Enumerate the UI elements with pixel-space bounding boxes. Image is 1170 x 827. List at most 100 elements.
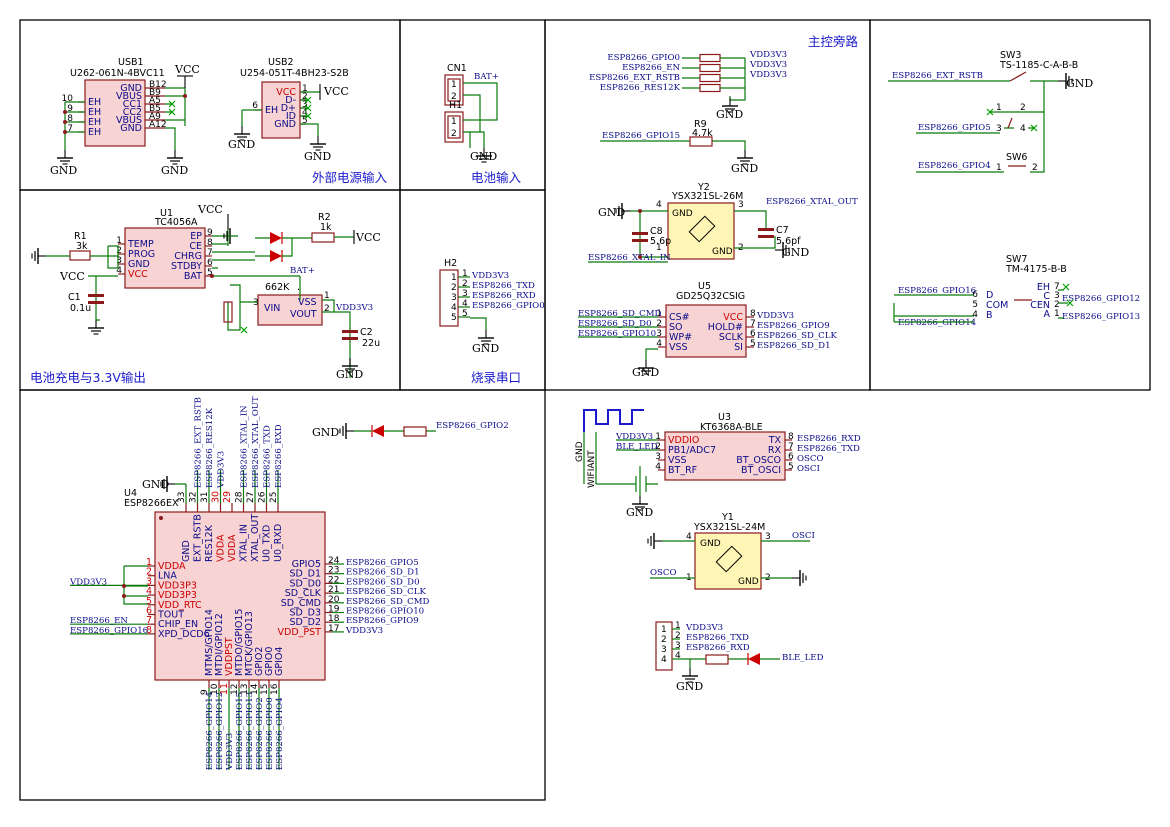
u4-bottom-net: ESP8266_GPIO0 [265,697,275,770]
u4-right-net: VDD3V3 [345,626,383,636]
u4-left-net: VDD3V3 [69,577,107,587]
sw3-net2: ESP8266_GPIO5 [918,123,991,133]
u5-pin-name: SO [669,322,683,333]
usb2-gnd2-label: GND [304,150,331,163]
u4-right-num: 23 [328,566,339,576]
svg-text:VOUT: VOUT [290,309,317,320]
u1-pin-num: 5 [207,268,213,278]
rnet-net: ESP8266_EN [622,63,680,73]
u5-pin-num: 3 [656,329,662,339]
u4-right-name: SD_D0 [290,578,321,589]
ldo-vdd-label: VDD3V3 [335,303,373,313]
u4-left-name: LNA [158,571,177,582]
u1-pin-name: CE [189,241,202,252]
h2-net: ESP8266_RXD [472,291,536,301]
h3-pin-num: 3 [661,645,667,655]
u3-pin-name: RX [768,445,782,456]
u4-top-name: VDDA [216,534,227,562]
section-frames [19,19,1151,801]
u1-pin-name: BAT [184,271,202,282]
svg-text:GND: GND [672,209,693,219]
u4-bottom-net: ESP8266_GPIO4 [275,697,285,770]
ldo-gnd-label: GND [336,368,363,381]
u3-net: OSCI [797,464,820,474]
switch-sw6: SW6 ESP8266_GPIO4 1 2 [916,125,1045,173]
u3-pin-name: BT_RF [668,465,697,476]
usb1-pin-num: 9 [67,104,73,114]
cn1-ref: CN1 [447,63,467,74]
ldo-part: 662K [265,282,290,293]
sw3-ref: SW3 [1000,50,1021,61]
u4-bottom-name: MTDI/GPIO12 [214,613,225,676]
rnet-gnd-label: GND [716,108,743,121]
h2-pin-num2: 3 [462,289,468,299]
rnet-net: ESP8266_RES12K [600,83,681,93]
u4-bottom-num: 13 [240,684,250,695]
u4-top-num: 30 [211,491,222,503]
y1-ref: Y1 [721,512,734,523]
u4-top-name: U0_RXD [273,524,284,562]
usb2-pin-name: D- [285,95,296,106]
c8-ref: C8 [650,226,663,237]
u4-right-net: ESP8266_GPIO9 [346,616,419,626]
u4-right-num: 18 [328,614,340,624]
y2-gnd-label: GND [598,206,625,219]
u4-left-name: VDDA [158,561,186,572]
u4-top-net: VDD3V3 [217,451,227,489]
u4-bottom-name: MTDO/GPIO15 [234,609,245,676]
u5-net: ESP8266_GPIO10 [578,329,656,339]
u4-right-name: SD_D1 [290,569,321,580]
sw7-pin-num: 4 [972,310,978,320]
u5-pin-num: 5 [750,339,756,349]
usb2-pin-name: VCC [276,87,296,98]
battery-gnd-label: GND [470,150,497,163]
usb2-pin-num: 5 [302,116,308,126]
rnet-vdd: VDD3V3 [749,50,787,60]
u4-bottom-name: MTCK/GPIO13 [244,611,255,676]
h2-pin-num2: 4 [462,299,468,309]
svg-text:VSS: VSS [298,297,317,308]
u4-bottom-num: 10 [210,683,220,695]
svg-text:4: 4 [686,532,692,542]
u5-net: ESP8266_GPIO9 [757,321,830,331]
usb2-pin-name: EH [265,105,278,116]
u3-net: VDD3V3 [615,432,653,442]
u4-right-num: 24 [328,556,340,566]
u1-pin-num: 3 [116,256,122,266]
svg-text:.: . [297,282,300,293]
h2-pin-num: 4 [451,303,457,313]
u4-left-num: 4 [146,586,152,597]
u4-left-num: 8 [146,625,152,636]
section-title-main-ctrl: 主控旁路 [808,34,859,49]
u4-left-name: VDD3P3 [158,590,197,601]
u4-top-num: 28 [235,491,245,503]
usb2-gnd-label: GND [228,138,255,151]
u4-bottom-name: VDDPST [224,637,235,676]
u1-pin-name: GND [128,259,150,270]
u4-bottom-num: 12 [230,684,240,695]
u4-bottom-net: ESP8266_GPIO14 [205,691,215,770]
usb1-pin-num: 7 [67,124,73,134]
u4-top-name: VDDA [227,534,238,562]
h3-net: ESP8266_TXD [686,633,749,643]
u4-right-net: ESP8266_SD_D0 [346,577,420,587]
svg-text:4: 4 [1020,124,1026,134]
usb1-gnd2-label: GND [161,164,188,177]
u4-right-num: 19 [328,605,340,615]
usb2-pin-num: 1 [302,84,308,94]
svg-text:3: 3 [738,200,744,210]
usb1-pin-num: B12 [149,80,167,90]
sw7-net: ESP8266_GPIO12 [1062,294,1140,304]
svg-text:3: 3 [253,298,259,308]
usb1-gnd-label: GND [50,164,77,177]
charger-vcc2-label: VCC [197,203,223,216]
h3-net: VDD3V3 [685,623,723,633]
u1-pin-name: STDBY [171,261,202,272]
u4-left-name: VDD3P3 [158,580,197,591]
led-vcc-label: VCC [355,231,381,244]
u4-bottom-num: 16 [270,683,280,695]
sw7-pin-num: 3 [1054,291,1060,301]
h3-pin-num: 1 [661,625,667,635]
h2-gnd-label: GND [472,342,499,355]
